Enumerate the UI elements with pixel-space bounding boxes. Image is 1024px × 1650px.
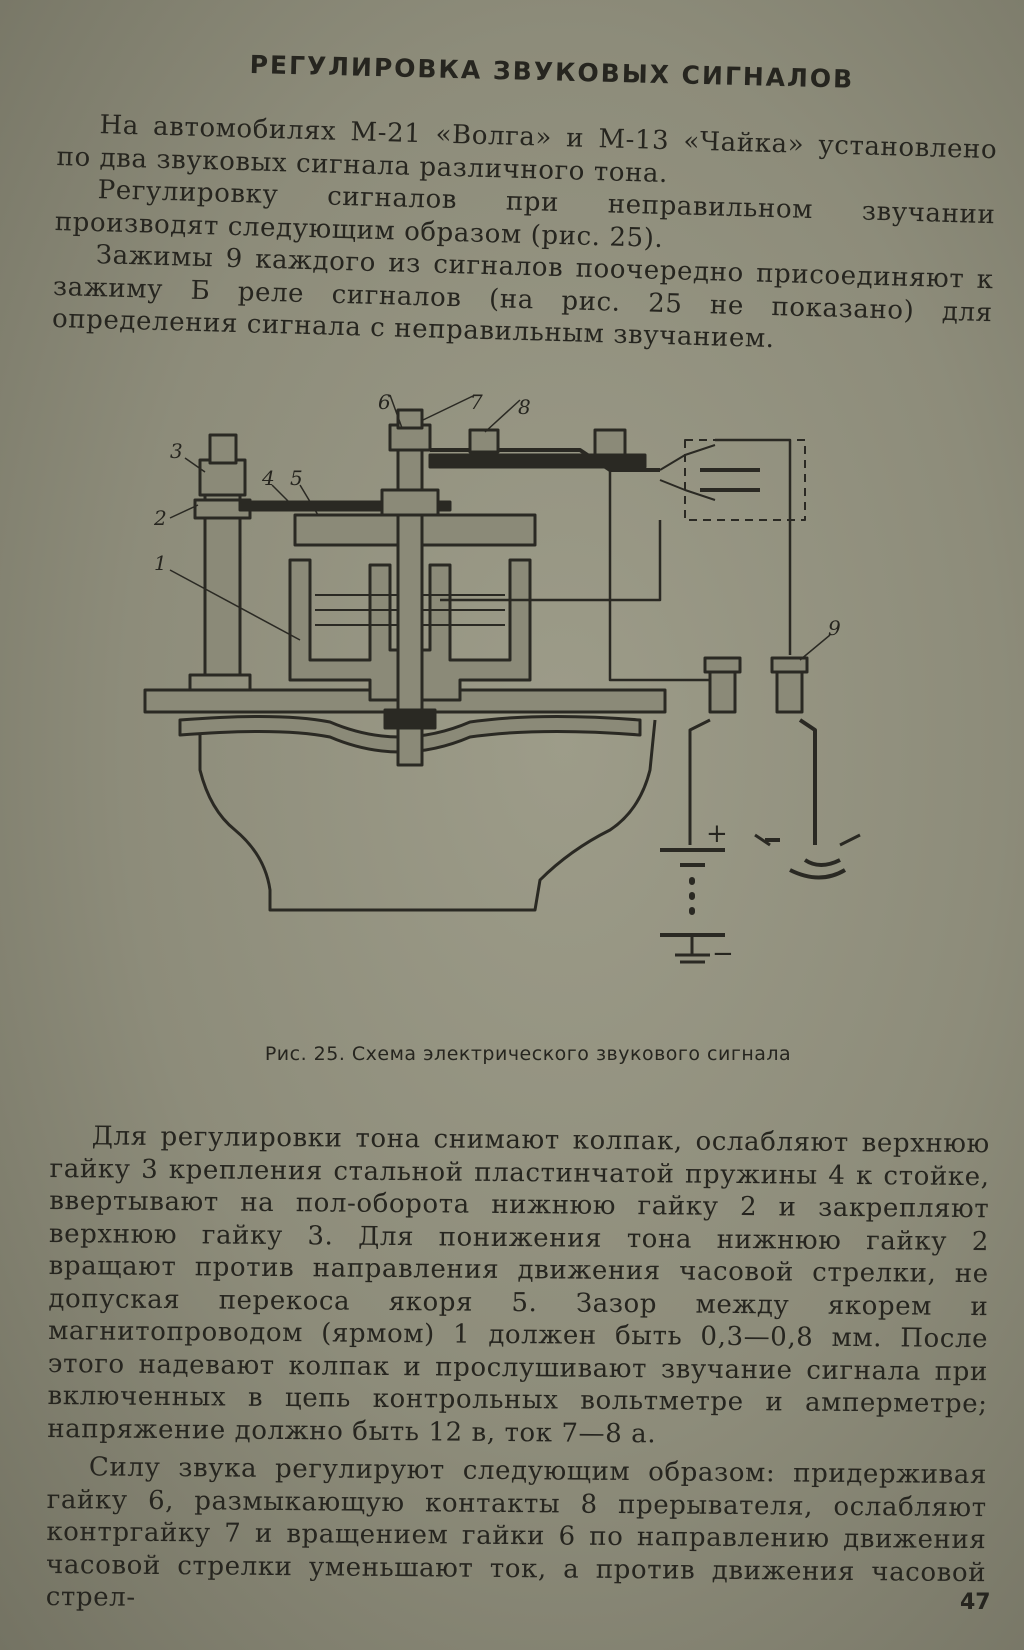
ground-symbol	[675, 935, 710, 964]
label-9: 9	[828, 616, 841, 640]
capacitor	[700, 468, 760, 492]
leader-8	[484, 399, 521, 433]
leader-6	[389, 394, 403, 429]
terminal-left	[703, 656, 742, 674]
wire-coil	[440, 520, 662, 602]
label-1: 1	[154, 551, 167, 575]
body-text: Для регулировки тона снимают колпак, осл…	[46, 1120, 990, 1622]
label-4: 4	[261, 466, 275, 490]
paragraph: Силу звука регулируют следующим образом:…	[45, 1452, 988, 1613]
leader-3	[184, 457, 206, 473]
plus-sign: +	[706, 819, 728, 849]
section-heading: РЕГУЛИРОВКА ЗВУКОВЫХ СИГНАЛОВ	[249, 50, 855, 94]
leader-5	[299, 484, 319, 516]
spring-4	[238, 500, 452, 512]
contacts-8	[468, 428, 500, 454]
label-2: 2	[153, 506, 167, 530]
capacitor-box	[684, 439, 806, 521]
terminal-9-body	[775, 670, 804, 714]
label-7: 7	[470, 390, 483, 414]
horn-wiring-diagram: 3 2 1 4 5 6 7 8 9 + −	[143, 390, 861, 969]
terminal-9	[770, 656, 809, 674]
page-number: 47	[960, 1590, 991, 1615]
leader-1	[169, 569, 301, 641]
rod-nut-upper	[380, 488, 440, 517]
leader-7	[422, 394, 476, 421]
leader-4	[271, 484, 291, 504]
capacitor-leads	[659, 444, 716, 501]
rod-nut-lower	[383, 708, 437, 730]
intro-text: На автомобилях М-21 «Волга» и М-13 «Чайк…	[52, 108, 998, 362]
terminal-screw	[593, 428, 627, 457]
stand-base	[188, 673, 252, 692]
wire-to-terminal-left	[608, 470, 710, 682]
horn-button-contacts	[754, 833, 861, 847]
leader-9	[799, 634, 831, 661]
nut-3-stud	[208, 433, 238, 465]
wire-to-terminal-9	[715, 438, 792, 655]
battery-lead	[688, 718, 711, 845]
minus-sign: −	[712, 939, 734, 969]
label-3: 3	[170, 439, 183, 463]
label-5: 5	[290, 466, 303, 490]
horn-housing	[198, 719, 657, 912]
terminal-left-body	[708, 670, 737, 714]
horn-button-lead	[798, 718, 817, 845]
label-6: 6	[378, 390, 391, 414]
diaphragm	[178, 714, 642, 754]
leader-2	[169, 504, 199, 519]
nut-3	[198, 458, 247, 497]
figure-caption: Рис. 25. Схема электрического звукового …	[264, 1043, 792, 1065]
insulating-plate	[428, 453, 647, 469]
label-8: 8	[518, 395, 531, 419]
paragraph: Для регулировки тона снимают колпак, осл…	[47, 1121, 990, 1449]
horn-button	[765, 838, 847, 880]
